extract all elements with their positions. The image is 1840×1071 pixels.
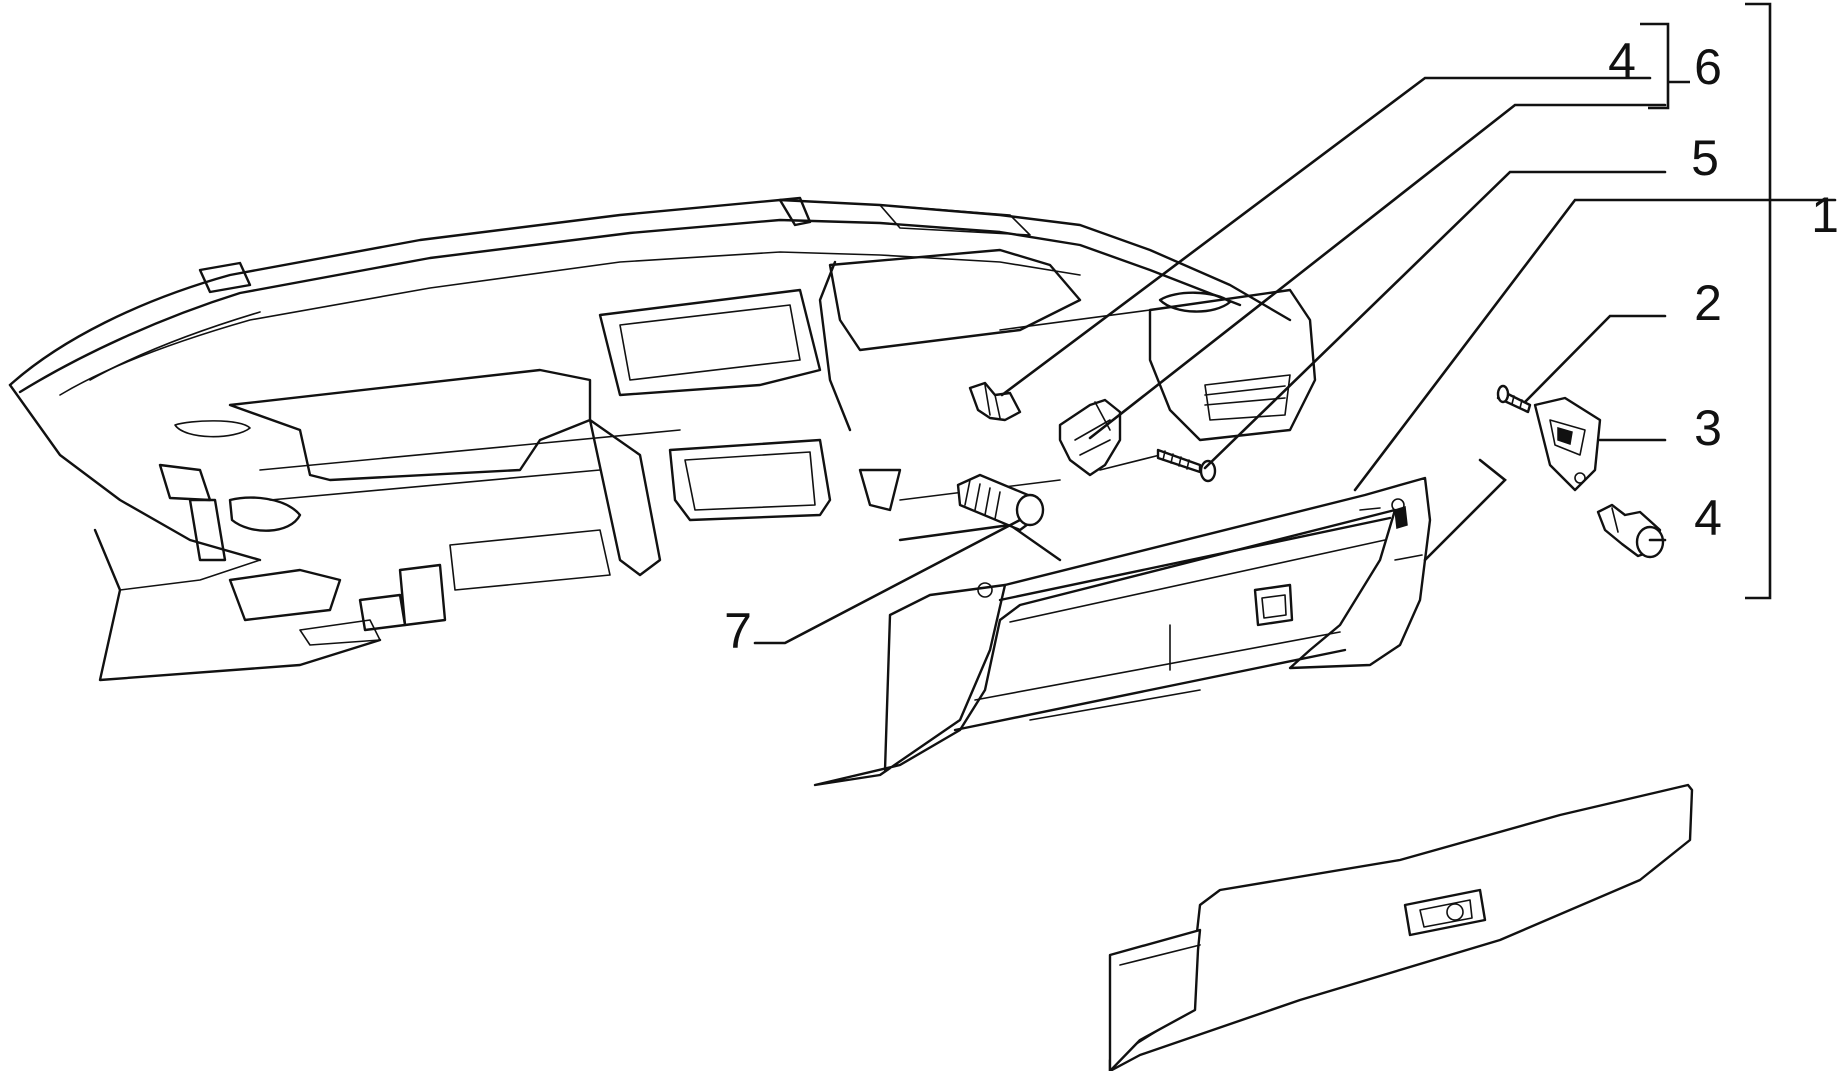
dashboard-illustration bbox=[8, 196, 1317, 682]
clip-part-4 bbox=[968, 381, 1022, 422]
screw-part-5 bbox=[1156, 448, 1217, 483]
callout-label-5: 5 bbox=[1691, 130, 1719, 186]
callout-brackets bbox=[1640, 2, 1772, 600]
callout-label-2: 2 bbox=[1694, 275, 1722, 331]
clip-part-4-lower bbox=[1596, 503, 1665, 559]
callout-label-1: 1 bbox=[1811, 187, 1839, 243]
screw-part-2 bbox=[1496, 384, 1532, 414]
glovebox-frame-part-1 bbox=[813, 476, 1432, 787]
callout-label-7: 7 bbox=[724, 603, 752, 659]
bracket-part-3 bbox=[1533, 396, 1602, 492]
leader-lines bbox=[753, 76, 1837, 645]
callout-label-3: 3 bbox=[1694, 400, 1722, 456]
callout-label-6: 6 bbox=[1694, 39, 1722, 95]
callout-label-4-bottom: 4 bbox=[1694, 490, 1722, 546]
bumper-part-7 bbox=[956, 473, 1045, 532]
glovebox-lid bbox=[1108, 783, 1694, 1071]
callout-label-4-top: 4 bbox=[1608, 33, 1636, 89]
callout-labels: 4 6 5 1 2 3 4 7 bbox=[724, 33, 1839, 659]
